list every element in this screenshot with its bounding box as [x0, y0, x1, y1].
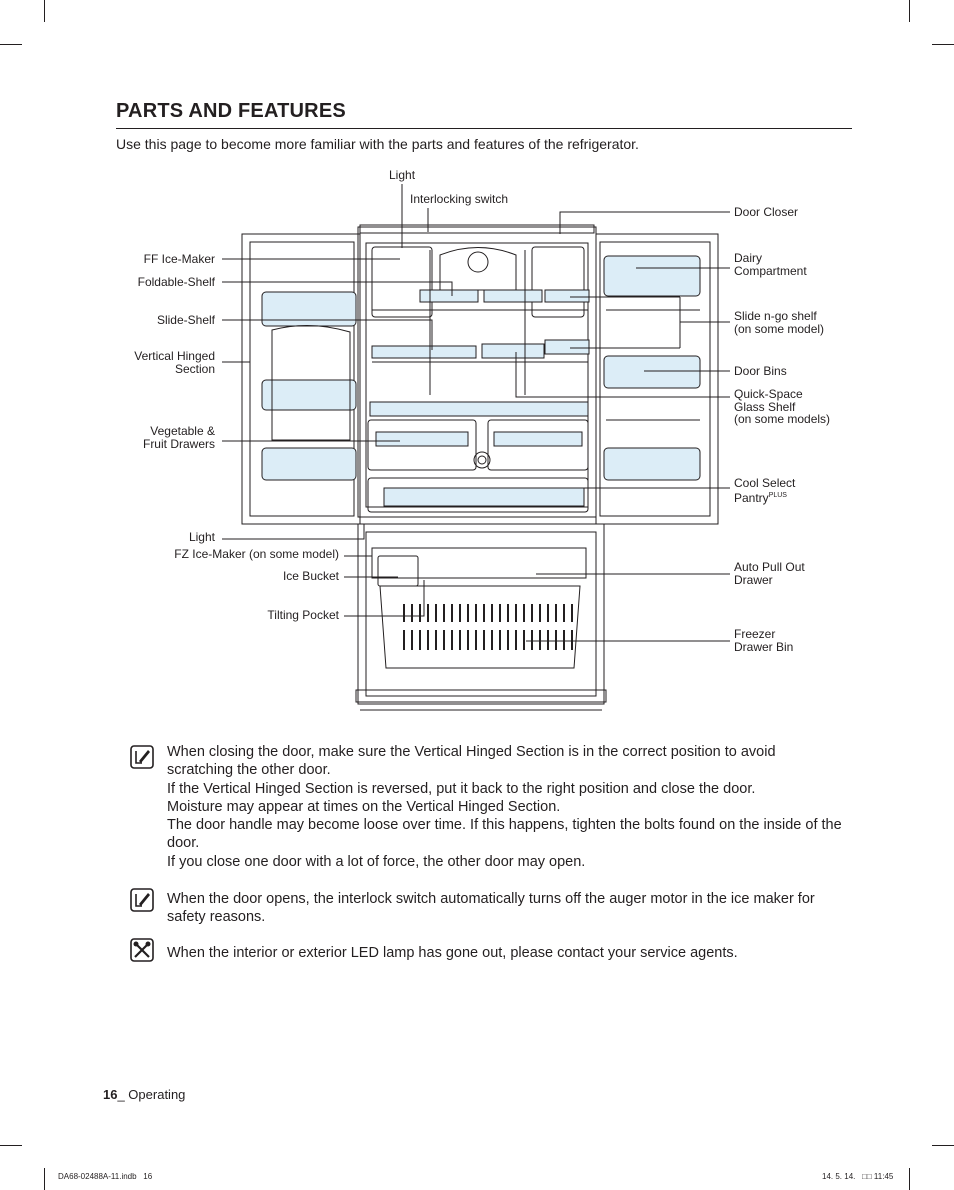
door-bins-label: Door Bins [734, 364, 787, 378]
file-info: DA68-02488A-11.indb 16 [58, 1172, 153, 1181]
crop-mark [909, 1168, 910, 1190]
crop-mark [0, 44, 22, 45]
note-led-lamp: When the interior or exterior LED lamp h… [167, 945, 738, 961]
title-divider [116, 128, 852, 129]
page-title: PARTS AND FEATURES [116, 100, 346, 122]
slide-n-go-shelf-label: Slide n-go shelf (on some model) [734, 309, 825, 336]
interlocking-switch-label: Interlocking switch [410, 192, 509, 206]
quick-space-shelf-label: Quick-Space Glass Shelf (on some models) [734, 387, 831, 426]
note-door-closing: When closing the door, make sure the Ver… [167, 744, 842, 870]
ice-bucket-label: Ice Bucket [282, 569, 339, 583]
fz-ice-maker-label: FZ Ice-Maker (on some model) [174, 547, 339, 561]
section-name: _ Operating [117, 1087, 186, 1102]
page-number: 16 [103, 1087, 118, 1102]
intro-text: Use this page to become more familiar wi… [116, 136, 639, 152]
freezer-drawer-bin-label: Freezer Drawer Bin [734, 627, 794, 654]
vertical-hinged-section-label: Vertical Hinged Section [134, 349, 215, 376]
tilting-pocket-label: Tilting Pocket [267, 608, 339, 622]
ff-ice-maker-label: FF Ice-Maker [143, 252, 215, 266]
light-top-label: Light [389, 168, 416, 182]
crop-mark [0, 1145, 22, 1146]
note-interlock-switch: When the door opens, the interlock switc… [167, 891, 815, 926]
crop-mark [44, 0, 45, 22]
print-timestamp: 14. 5. 14. □□ 11:45 [822, 1172, 894, 1181]
crop-mark [932, 44, 954, 45]
dairy-compartment-label: Dairy Compartment [734, 251, 807, 278]
crop-mark [909, 0, 910, 22]
door-closer-label: Door Closer [734, 205, 799, 219]
crop-mark [44, 1168, 45, 1190]
page-footer: 16_ Operating [103, 1087, 185, 1102]
note-pencil-icon [130, 888, 154, 912]
vegetable-drawers-label: Vegetable & Fruit Drawers [142, 424, 215, 451]
crop-mark [932, 1145, 954, 1146]
foldable-shelf-label: Foldable-Shelf [137, 275, 215, 289]
cool-select-pantry-label: Cool Select PantryPLUS [734, 476, 796, 505]
auto-pull-out-drawer-label: Auto Pull Out Drawer [734, 560, 805, 587]
note-pencil-icon [130, 745, 154, 769]
slide-shelf-label: Slide-Shelf [156, 313, 215, 327]
light-bottom-label: Light [188, 530, 215, 544]
service-tools-icon [130, 938, 154, 962]
